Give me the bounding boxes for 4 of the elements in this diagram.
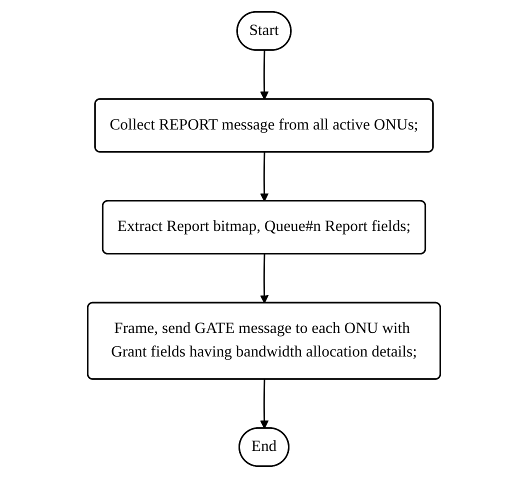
arrow [260, 50, 269, 100]
arrow [260, 152, 269, 202]
arrow [260, 254, 269, 304]
arrow [260, 380, 269, 429]
